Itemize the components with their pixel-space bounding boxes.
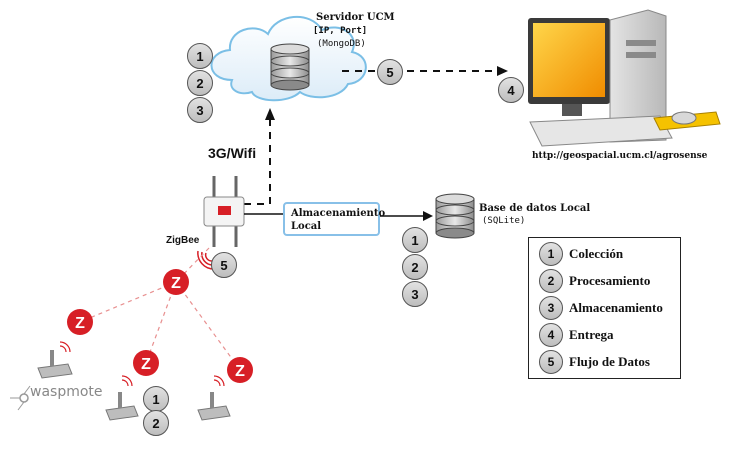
cloud-badge-2: 2 (187, 70, 213, 96)
legend-label: Entrega (569, 327, 614, 342)
legend-badge: 1 (539, 242, 563, 266)
flow-arrow-to-local-db (380, 211, 433, 221)
zigbee-node-icon-right: Z (227, 357, 253, 383)
gateway-badge-5: 5 (211, 252, 237, 278)
waspmote-logo: waspmote (10, 384, 103, 411)
local-db-engine: (SQLite) (482, 216, 526, 226)
legend-label: Almacenamiento (569, 300, 663, 315)
cloud-badge-1: 1 (187, 43, 213, 69)
local-database-icon (435, 193, 475, 239)
node-badge-2: 2 (143, 410, 169, 436)
network-label: 3G/Wifi (208, 145, 257, 161)
server-db-engine: (MongoDB) (317, 39, 366, 49)
svg-text:Z: Z (141, 356, 151, 373)
legend-box: 1 Colección 2 Procesamiento 3 Almacenami… (528, 237, 681, 379)
computer-icon (528, 9, 721, 147)
svg-text:Z: Z (75, 315, 85, 332)
zigbee-mesh-links (79, 247, 239, 368)
legend-item-data-flow: 5 Flujo de Datos (539, 350, 650, 374)
sensor-node-icon-right (197, 375, 231, 421)
flow-arrow-to-server (244, 108, 275, 205)
server-address: [IP, Port] (313, 26, 368, 36)
svg-text:Z: Z (235, 363, 245, 380)
svg-text:Z: Z (171, 275, 181, 292)
delivery-badge-4: 4 (498, 77, 524, 103)
legend-badge: 4 (539, 323, 563, 347)
legend-item-processing: 2 Procesamiento (539, 269, 650, 293)
local-badge-3: 3 (402, 281, 428, 307)
zigbee-node-icon-middle: Z (133, 350, 159, 376)
node-badge-1: 1 (143, 386, 169, 412)
sensor-node-icon-left (37, 341, 73, 379)
local-badge-2: 2 (402, 254, 428, 280)
local-storage-box: Almacenamiento Local (283, 202, 385, 236)
server-database-icon (270, 43, 310, 91)
cloud-badge-3: 3 (187, 97, 213, 123)
sensor-node-icon-middle (105, 375, 139, 421)
legend-item-delivery: 4 Entrega (539, 323, 614, 347)
server-title: Servidor UCM (316, 12, 395, 23)
zigbee-label: ZigBee (166, 235, 200, 246)
zigbee-node-icon-left: Z (67, 309, 93, 335)
legend-item-storage: 3 Almacenamiento (539, 296, 663, 320)
legend-badge: 2 (539, 269, 563, 293)
website-url: http://geospacial.ucm.cl/agrosense (532, 151, 708, 161)
legend-item-collection: 1 Colección (539, 242, 623, 266)
local-db-title: Base de datos Local (479, 203, 591, 214)
local-badge-1: 1 (402, 227, 428, 253)
svg-text:waspmote: waspmote (30, 384, 103, 400)
legend-label: Procesamiento (569, 273, 651, 288)
legend-label: Flujo de Datos (569, 354, 650, 369)
zigbee-node-icon-main: Z (163, 269, 189, 295)
flow-badge-5: 5 (377, 59, 403, 85)
gateway-device-icon (203, 176, 245, 247)
legend-badge: 5 (539, 350, 563, 374)
legend-badge: 3 (539, 296, 563, 320)
legend-label: Colección (569, 246, 624, 261)
flow-arrow-to-computer (342, 66, 508, 76)
